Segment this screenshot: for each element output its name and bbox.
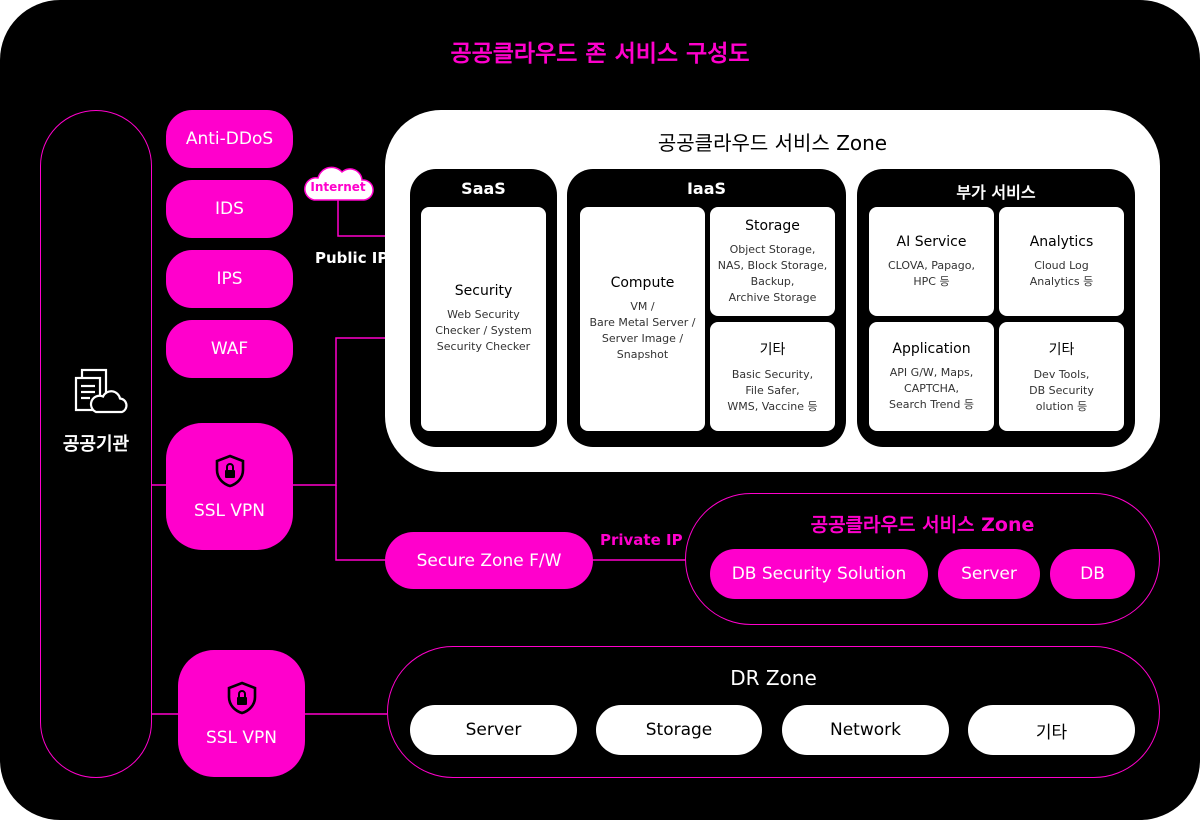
document-cloud-icon [70,362,130,422]
compute-card-desc: VM / Bare Metal Server / Server Image / … [589,300,696,361]
addon-title: 부가 서비스 [956,183,1036,202]
diagram-title: 공공클라우드 존 서비스 구성도 [450,41,750,67]
security-card-desc: Web Security Checker / System Security C… [435,308,532,353]
dr-server-pill: Server [410,705,577,755]
ai-service-card-title: AI Service [896,233,967,250]
db-pill: DB [1050,549,1135,599]
analytics-card: Analytics Cloud Log Analytics 등 [999,207,1124,316]
dr-network-pill: Network [782,705,949,755]
ai-service-card: AI Service CLOVA, Papago, HPC 등 [869,207,994,316]
storage-card-desc: Object Storage, NAS, Block Storage, Back… [717,242,828,304]
application-card: Application API G/W, Maps, CAPTCHA, Sear… [869,322,994,431]
ssl-vpn-1-label: SSL VPN [193,500,266,521]
application-card-desc: API G/W, Maps, CAPTCHA, Search Trend 등 [888,365,974,411]
addon-etc-card-desc: Dev Tools, DB Security olution 등 [1029,367,1094,413]
analytics-card-title: Analytics [1029,233,1094,250]
service-zone-2-title: 공공클라우드 서비스 Zone [810,514,1035,536]
compute-card-title: Compute [610,275,675,291]
vpn1-service-connector [292,337,386,486]
ai-service-card-desc: CLOVA, Papago, HPC 등 [887,258,976,288]
addon-etc-card: 기타 Dev Tools, DB Security olution 등 [999,322,1124,431]
internet-label: Internet [310,180,366,194]
saas-title: SaaS [461,179,506,198]
dr-zone-title: DR Zone [730,666,817,690]
private-ip-label: Private IP [600,531,683,549]
ids-pill: IDS [166,180,293,238]
compute-card: Compute VM / Bare Metal Server / Server … [580,207,705,431]
waf-pill: WAF [166,320,293,378]
cloud-icon [300,158,376,206]
iaas-etc-card-title: 기타 [759,341,786,358]
public-ip-label: Public IP [315,249,389,267]
security-card-title: Security [454,283,513,299]
iaas-title: IaaS [686,179,727,198]
anti-ddos-pill: Anti-DDoS [166,110,293,168]
vpn1-firewall-connector [335,485,386,561]
internet-connector [337,200,386,237]
dr-storage-pill: Storage [596,705,762,755]
shield-lock-icon [227,681,256,714]
shield-lock-icon [215,454,244,487]
iaas-etc-card: 기타 Basic Security, File Safer, WMS, Vacc… [710,322,835,431]
server-pill: Server [938,549,1040,599]
storage-card-title: Storage [745,217,800,234]
secure-zone-firewall: Secure Zone F/W [385,532,593,589]
service-zone-title: 공공클라우드 서비스 Zone [657,131,888,155]
security-card: Security Web Security Checker / System S… [421,207,546,431]
iaas-etc-card-desc: Basic Security, File Safer, WMS, Vaccine… [727,367,818,413]
ips-pill: IPS [166,250,293,308]
dr-zone [387,646,1160,778]
dr-etc-pill: 기타 [968,705,1135,755]
ssl-vpn-1: SSL VPN [166,423,293,550]
service-zone-2 [685,493,1160,625]
addon-etc-card-title: 기타 [1048,341,1075,358]
analytics-card-desc: Cloud Log Analytics 등 [1029,258,1094,288]
db-security-solution-pill: DB Security Solution [710,549,928,599]
agency-label: 공공기관 [62,434,130,455]
storage-card: Storage Object Storage, NAS, Block Stora… [710,207,835,316]
agency-box [40,110,152,778]
application-card-title: Application [892,340,971,357]
ssl-vpn-2-label: SSL VPN [205,727,278,748]
ssl-vpn-2: SSL VPN [178,650,305,777]
